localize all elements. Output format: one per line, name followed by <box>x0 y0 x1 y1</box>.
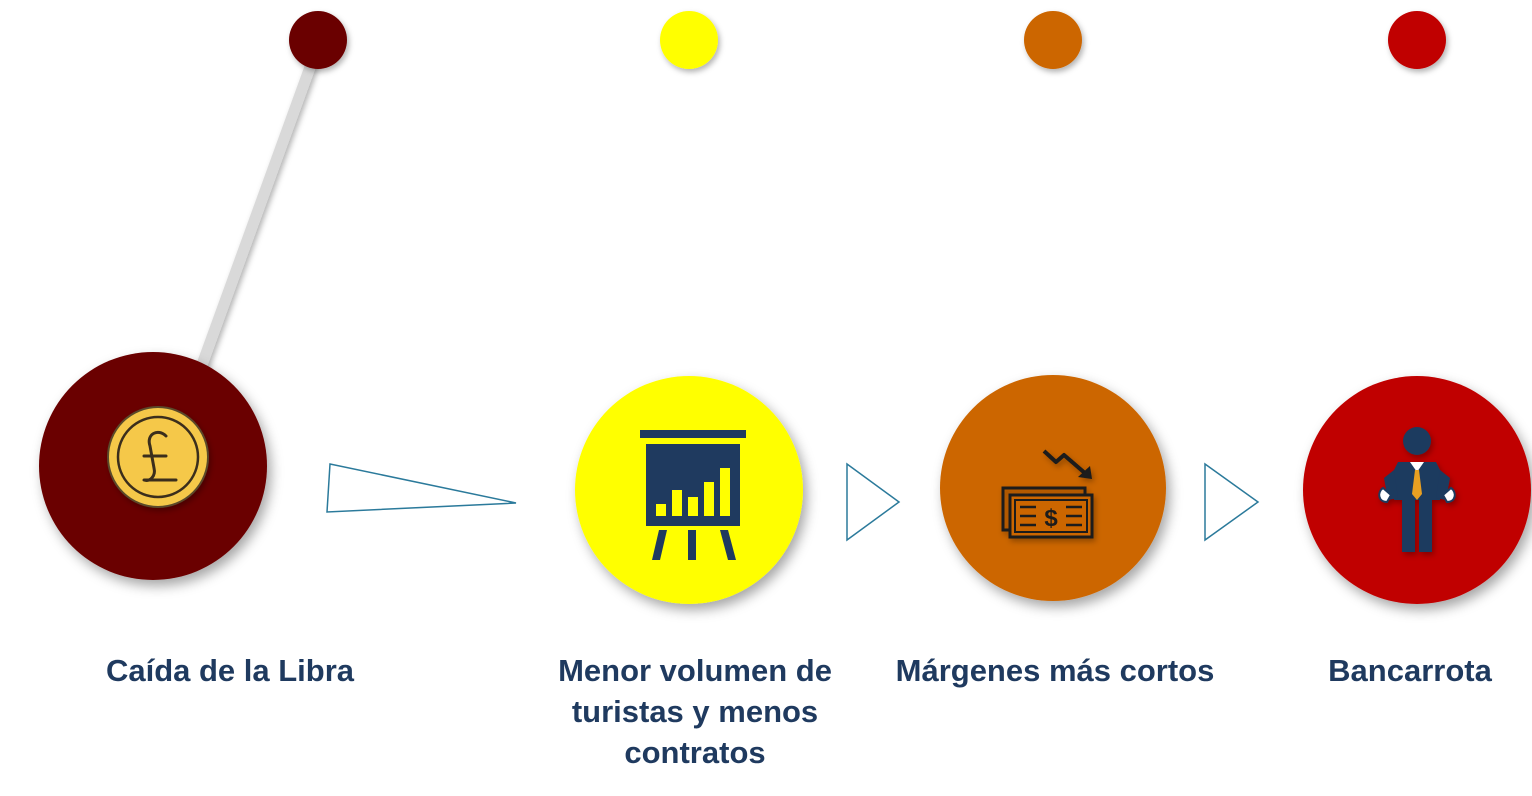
timeline-dot-1 <box>289 11 347 69</box>
connector-1 <box>194 43 324 372</box>
timeline-dot-4 <box>1388 11 1446 69</box>
arrow-1 <box>326 463 517 513</box>
timeline-dot-3 <box>1024 11 1082 69</box>
step-label-1: Caída de la Libra <box>105 653 355 688</box>
businessman-icon <box>1378 427 1456 552</box>
timeline-dot-2 <box>660 11 718 69</box>
step-label-3: Márgenes más cortos <box>895 653 1215 688</box>
presentation-chart-icon <box>640 430 746 560</box>
step-label-2: Menor volumen de turistas y menos contra… <box>558 653 832 770</box>
step-label-4: Bancarrota <box>1328 653 1492 688</box>
svg-text:$: $ <box>1044 505 1058 532</box>
pound-coin-icon <box>107 406 209 508</box>
cash-decline-icon: $ <box>1001 449 1094 539</box>
arrow-2 <box>846 462 901 542</box>
arrow-3 <box>1204 462 1260 542</box>
